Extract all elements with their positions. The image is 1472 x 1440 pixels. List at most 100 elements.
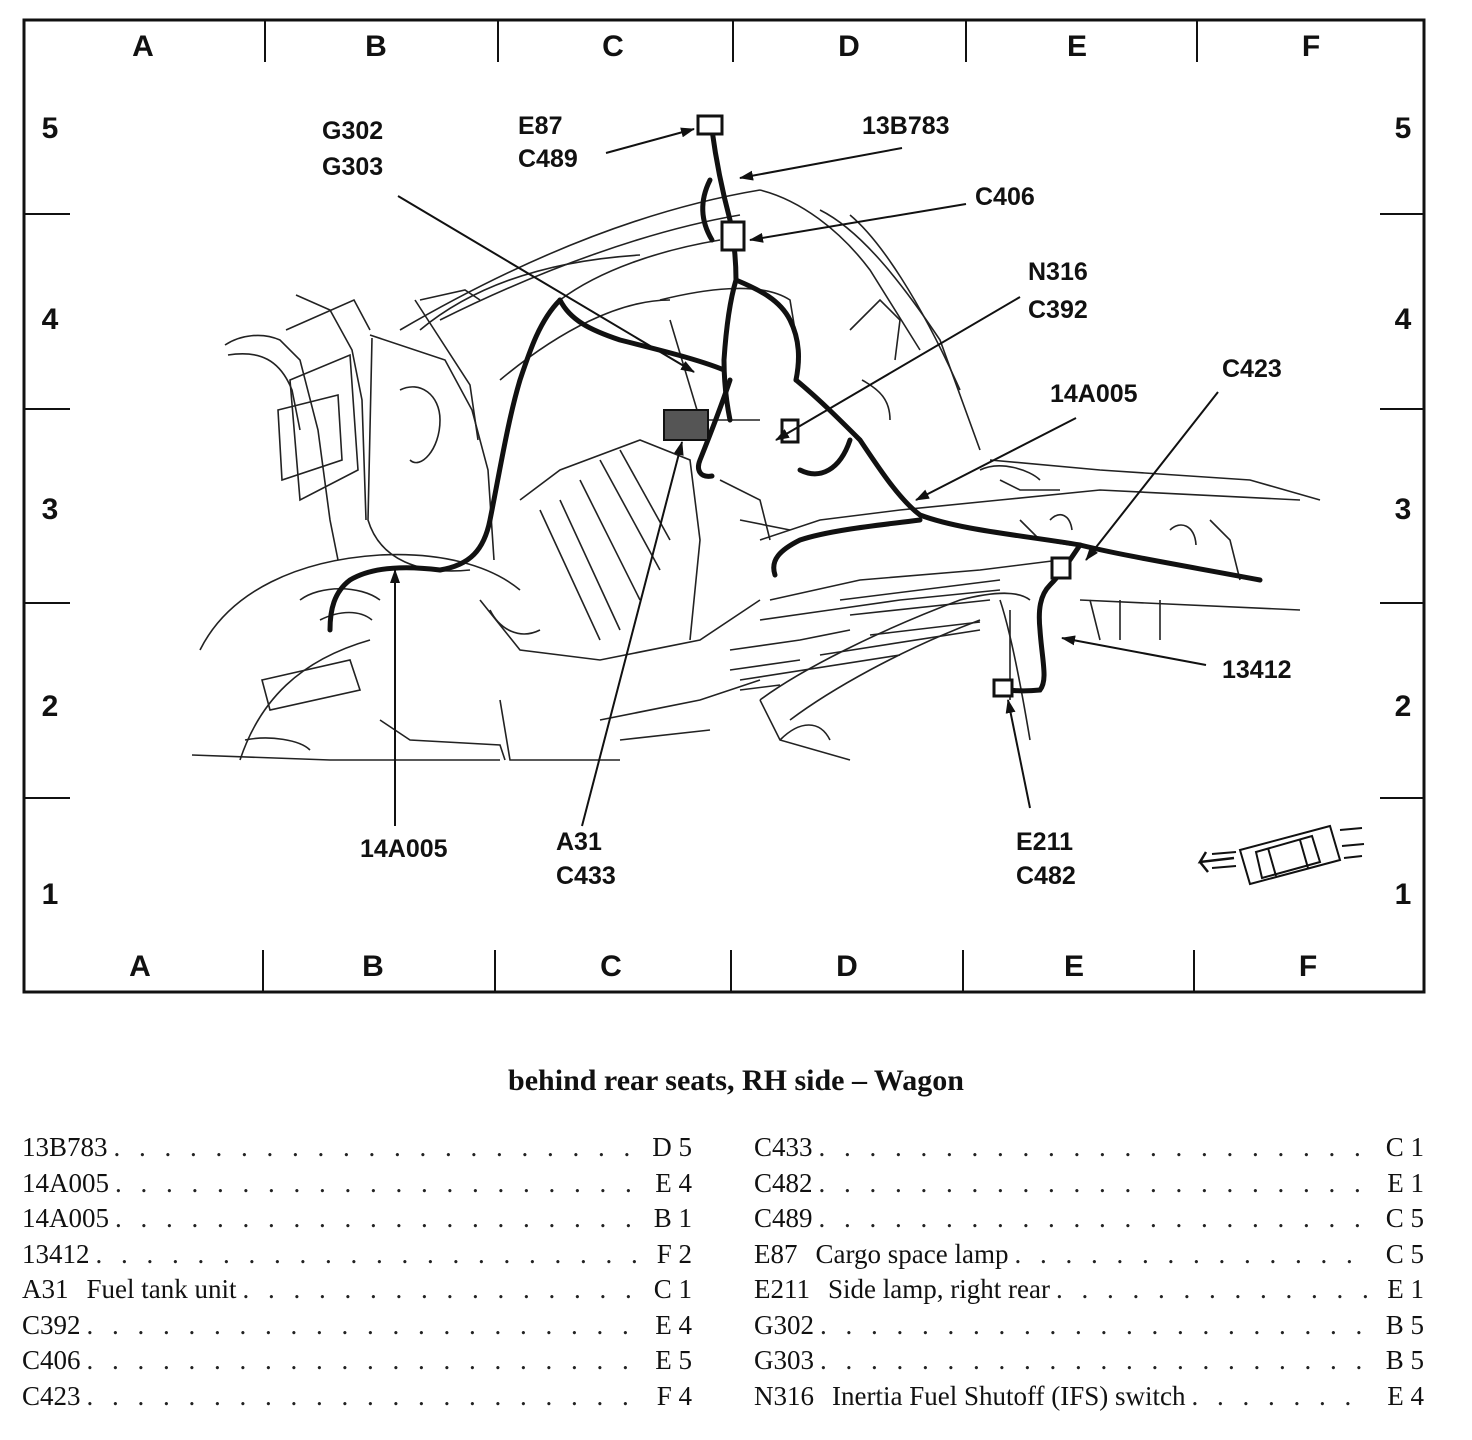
grid-col-top-d: D xyxy=(838,30,860,63)
grid-ticks xyxy=(24,20,1424,992)
grid-row-left-2: 2 xyxy=(42,690,59,723)
callout-e211: E211 xyxy=(1016,828,1073,856)
legend-dot-leader: . . . . . . . . . . . . . . . . . . . . … xyxy=(818,1203,1370,1233)
legend-code: C482 xyxy=(754,1167,813,1198)
legend-dot-leader: . . . . . . . . . . . . . . . . . . . . … xyxy=(242,1274,639,1304)
e211-connector xyxy=(992,678,1014,698)
legend-code: A31 xyxy=(22,1274,69,1304)
legend-code: C406 xyxy=(22,1345,81,1375)
forward-direction-car-icon xyxy=(1197,824,1365,886)
legend-dot-leader: . . . . . . . . . . . . . . . . . . . . … xyxy=(820,1309,1370,1340)
legend-grid-location: E 4 xyxy=(655,1309,692,1340)
fuel-tank-unit-connector xyxy=(663,409,709,441)
legend-grid-location: B 1 xyxy=(653,1203,692,1233)
legend-dot-leader: . . . . . . . . . . . . . . . . . . . . … xyxy=(820,1345,1370,1375)
callout-13b783: 13B783 xyxy=(862,112,950,140)
grid-col-bottom-d: D xyxy=(836,950,858,983)
legend-grid-location: C 5 xyxy=(1385,1203,1424,1233)
legend-grid-location: D 5 xyxy=(652,1132,692,1162)
legend-code: 14A005 xyxy=(22,1203,109,1233)
grid-row-right-5: 5 xyxy=(1395,112,1412,145)
grid-row-right-4: 4 xyxy=(1395,303,1412,336)
grid-row-right-1: 1 xyxy=(1395,878,1412,911)
c406-connector xyxy=(720,220,746,252)
legend-code: 13412 xyxy=(22,1238,90,1269)
callout-c482: C482 xyxy=(1016,862,1076,890)
legend-code: E211 xyxy=(754,1274,810,1304)
legend-row: E87 Cargo space lamp. . . . . . . . . . .… xyxy=(754,1237,1424,1273)
legend-code: C433 xyxy=(754,1132,813,1162)
legend-description: Inertia Fuel Shutoff (IFS) switch xyxy=(832,1380,1186,1411)
callout-c423: C423 xyxy=(1222,355,1282,383)
legend-dot-leader: . . . . . . . . . . . . . . . . . . . . … xyxy=(95,1238,639,1269)
legend-description: Side lamp, right rear xyxy=(828,1274,1050,1304)
callout-c392: C392 xyxy=(1028,296,1088,324)
legend-dot-leader: . . . . . . . . . . . . . . . . . . . . … xyxy=(115,1167,638,1198)
diagram-frame xyxy=(22,18,1426,994)
c423-connector xyxy=(1050,556,1072,580)
legend-grid-location: C 1 xyxy=(653,1274,692,1304)
legend-dot-leader: . . . . . . . . . . . . . . . . . . . . … xyxy=(1191,1380,1370,1411)
legend-row: C406. . . . . . . . . . . . . . . . . . … xyxy=(22,1343,692,1379)
legend-grid-location: E 1 xyxy=(1387,1167,1424,1198)
legend-grid-location: B 5 xyxy=(1385,1309,1424,1340)
grid-col-bottom-a: A xyxy=(129,950,151,983)
legend-description: Cargo space lamp xyxy=(815,1238,1009,1269)
legend-left-column: 13B783. . . . . . . . . . . . . . . . . … xyxy=(22,1130,692,1414)
legend-row: C489. . . . . . . . . . . . . . . . . . … xyxy=(754,1201,1424,1237)
legend-row: C392. . . . . . . . . . . . . . . . . . … xyxy=(22,1308,692,1344)
legend-grid-location: C 1 xyxy=(1385,1132,1424,1162)
legend-row: 13B783. . . . . . . . . . . . . . . . . … xyxy=(22,1130,692,1166)
legend-row: G303. . . . . . . . . . . . . . . . . . … xyxy=(754,1343,1424,1379)
legend-row: C423. . . . . . . . . . . . . . . . . . … xyxy=(22,1379,692,1415)
grid-row-left-5: 5 xyxy=(42,112,59,145)
callout-c489: C489 xyxy=(518,145,578,173)
callout-g302: G302 xyxy=(322,117,383,145)
legend-row: 14A005. . . . . . . . . . . . . . . . . … xyxy=(22,1201,692,1237)
legend-code: 13B783 xyxy=(22,1132,108,1162)
callout-14a005-left: 14A005 xyxy=(360,835,448,863)
legend-code: N316 xyxy=(754,1380,814,1411)
legend-dot-leader: . . . . . . . . . . . . . . . . . . . . … xyxy=(818,1167,1370,1198)
grid-col-top-f: F xyxy=(1302,30,1320,63)
legend-description: Fuel tank unit xyxy=(86,1274,237,1304)
grid-row-left-1: 1 xyxy=(42,878,59,911)
legend-grid-location: E 4 xyxy=(655,1167,692,1198)
legend-grid-location: E 5 xyxy=(655,1345,692,1375)
components xyxy=(663,114,1072,698)
grid-row-left-4: 4 xyxy=(42,303,59,336)
legend-row: C433. . . . . . . . . . . . . . . . . . … xyxy=(754,1130,1424,1166)
legend-grid-location: E 4 xyxy=(1387,1380,1424,1411)
callout-n316: N316 xyxy=(1028,258,1088,286)
legend-grid-location: E 1 xyxy=(1387,1274,1424,1304)
legend-code: C392 xyxy=(22,1309,81,1340)
grid-col-bottom-c: C xyxy=(600,950,622,983)
legend-row: G302. . . . . . . . . . . . . . . . . . … xyxy=(754,1308,1424,1344)
callout-leader-lines xyxy=(390,127,1219,827)
callout-c406: C406 xyxy=(975,183,1035,211)
grid-col-top-c: C xyxy=(602,30,624,63)
legend-grid-location: F 4 xyxy=(656,1380,692,1411)
legend-right-column: C433. . . . . . . . . . . . . . . . . . … xyxy=(754,1130,1424,1414)
grid-row-right-3: 3 xyxy=(1395,493,1412,526)
grid-col-bottom-b: B xyxy=(362,950,384,983)
diagram-caption: behind rear seats, RH side – Wagon xyxy=(508,1064,964,1097)
legend-grid-location: F 2 xyxy=(656,1238,692,1269)
grid-col-bottom-e: E xyxy=(1064,950,1084,983)
legend-dot-leader: . . . . . . . . . . . . . . . . . . . . … xyxy=(1014,1238,1370,1269)
callout-a31: A31 xyxy=(556,828,602,856)
legend-code: E87 xyxy=(754,1238,798,1269)
legend-dot-leader: . . . . . . . . . . . . . . . . . . . . … xyxy=(86,1380,638,1411)
legend-row: C482. . . . . . . . . . . . . . . . . . … xyxy=(754,1166,1424,1202)
callout-e87: E87 xyxy=(518,112,562,140)
legend-dot-leader: . . . . . . . . . . . . . . . . . . . . … xyxy=(113,1132,638,1162)
legend-dot-leader: . . . . . . . . . . . . . . . . . . . . … xyxy=(1055,1274,1370,1304)
legend-code: G303 xyxy=(754,1345,814,1375)
legend-code: C423 xyxy=(22,1380,81,1411)
legend-row: 13412. . . . . . . . . . . . . . . . . .… xyxy=(22,1237,692,1273)
grid-col-top-b: B xyxy=(365,30,387,63)
grid-col-top-a: A xyxy=(132,30,154,63)
grid-col-bottom-f: F xyxy=(1299,950,1317,983)
callout-14a005-right: 14A005 xyxy=(1050,380,1138,408)
legend-dot-leader: . . . . . . . . . . . . . . . . . . . . … xyxy=(818,1132,1370,1162)
